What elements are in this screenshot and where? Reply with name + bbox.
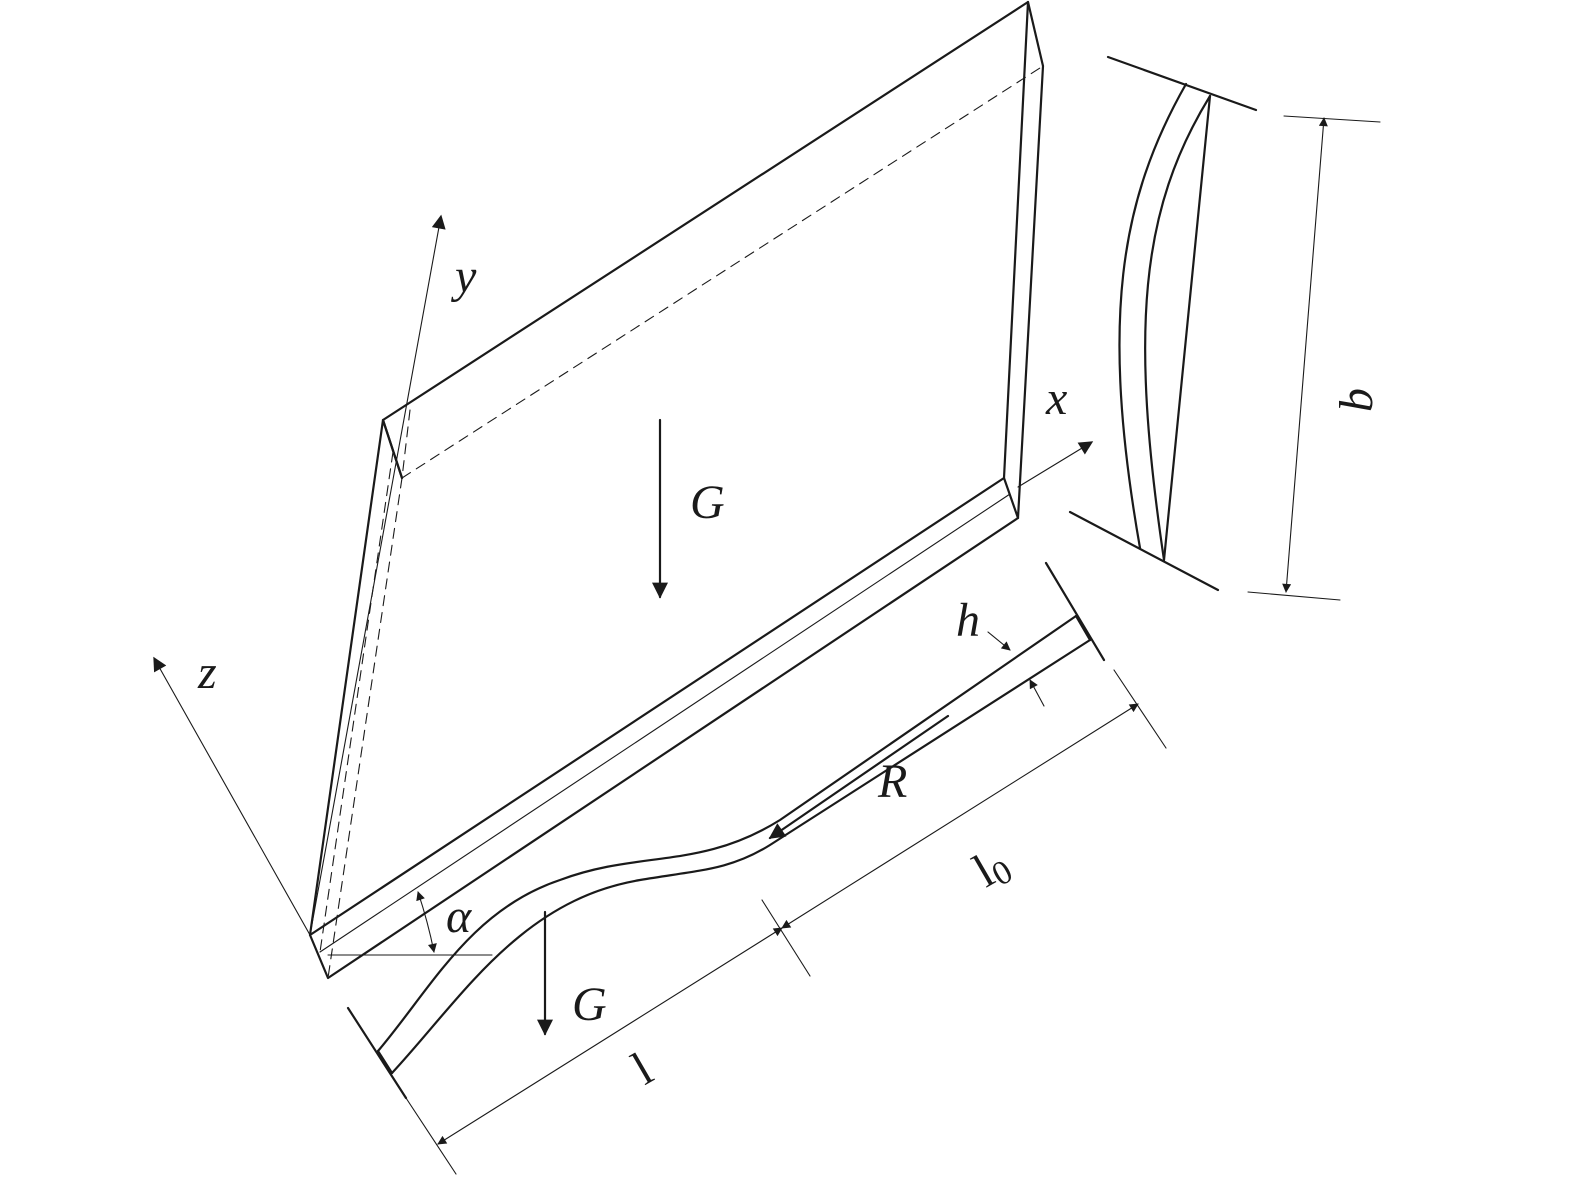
gravity-strip-label: G [572, 978, 607, 1031]
b-dim-line [1282, 117, 1328, 593]
angle-arc [416, 891, 437, 953]
reaction-label: R [877, 755, 907, 808]
reaction-arrow [768, 714, 950, 840]
z-axis-label: z [197, 646, 217, 699]
x-axis-label: x [1045, 372, 1067, 425]
l-dim-line [437, 927, 783, 1145]
plate-right-thickness [1002, 0, 1045, 520]
plate [308, 0, 1045, 980]
b-ext-top [1283, 115, 1381, 123]
dimension-l: l [405, 927, 783, 1175]
l-ext-left [405, 1097, 457, 1175]
gravity-strip: G [537, 910, 607, 1036]
plate-bottom-inner-edge [319, 493, 1011, 953]
gravity-plate: G [652, 418, 725, 599]
b-label: b [1330, 388, 1383, 412]
l0-dim-line [781, 703, 1139, 929]
angle-label: α [446, 890, 472, 943]
thickness-arrow-bottom [1029, 679, 1045, 707]
b-ext-bottom [1247, 591, 1341, 601]
gravity-plate-label: G [690, 476, 725, 529]
y-axis-line [309, 214, 446, 936]
z-axis-line [153, 656, 311, 936]
plate-bottom-thickness [308, 516, 1020, 980]
strip [346, 561, 1106, 1100]
plate-hidden-left-edge-3 [401, 409, 411, 479]
section-chord [1162, 94, 1212, 562]
reaction-force: R [768, 714, 950, 840]
thickness-arrow-top [987, 631, 1011, 651]
strip-right-end [1074, 614, 1092, 642]
strip-left-boundary [346, 1006, 408, 1100]
strip-bottom-curve [390, 638, 1092, 1075]
l0-label: l0 [965, 837, 1019, 901]
strip-right-boundary [1044, 561, 1106, 662]
y-axis: y [309, 214, 477, 936]
plate-topleft-edge2 [381, 418, 404, 480]
strip-left-end [376, 1049, 394, 1075]
dimension-b: b [1247, 115, 1383, 601]
cross-section [1068, 55, 1258, 592]
plate-hidden-left-edge-2 [319, 451, 394, 953]
dimension-l0: l0 [761, 669, 1167, 977]
l-label: l [623, 1043, 661, 1096]
thickness-label: h [956, 594, 980, 647]
z-axis: z [153, 646, 311, 936]
section-top-boundary [1106, 55, 1258, 112]
plate-hidden-top-edge [401, 65, 1044, 479]
section-inner-curve [1144, 94, 1212, 562]
x-axis: x [1017, 372, 1094, 488]
thickness-dimension: h [956, 594, 1045, 707]
y-axis-label: y [450, 250, 477, 303]
section-outer-curve [1118, 82, 1188, 550]
x-axis-line [1017, 441, 1094, 488]
section-bottom-boundary [1068, 510, 1220, 592]
strip-top-curve [376, 614, 1078, 1053]
l0-ext-right [1113, 669, 1167, 749]
l0-ext-left [761, 899, 811, 977]
